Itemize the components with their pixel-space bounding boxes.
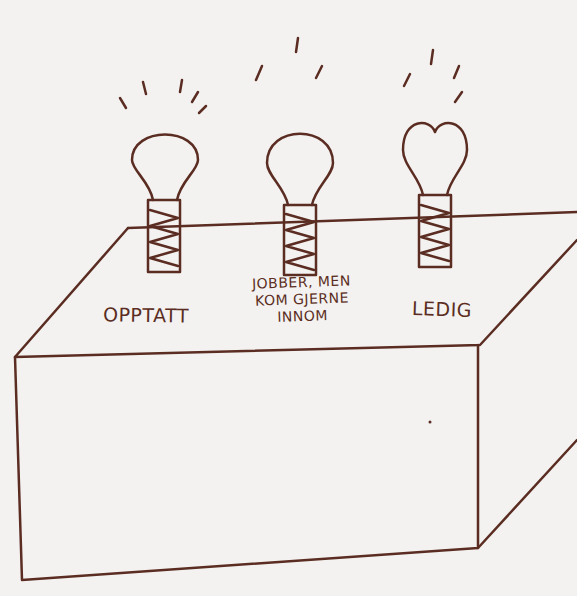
socket-thread <box>421 205 449 261</box>
light-rays <box>120 80 206 113</box>
box-edge <box>15 228 577 357</box>
box-shape: OPPTATT JOBBER, MEN KOM GJERNE INNOM LEDIG <box>0 200 577 596</box>
bulb-socket <box>284 205 316 275</box>
socket-thread <box>150 210 178 266</box>
box-outline <box>0 200 577 596</box>
light-rays <box>404 50 462 102</box>
status-label: JOBBER, MEN KOM GJERNE INNOM <box>239 272 365 327</box>
status-label: LEDIG <box>392 296 493 322</box>
ink-dot <box>429 421 432 424</box>
bulb-glass <box>132 135 198 201</box>
box-edge <box>128 212 577 228</box>
bulb-glass <box>403 123 467 195</box>
light-rays <box>256 38 322 80</box>
status-label: OPPTATT <box>84 303 208 328</box>
box-edge <box>15 345 478 580</box>
box-edge <box>478 440 577 548</box>
bulb-socket <box>148 200 180 272</box>
bulb-socket <box>419 195 451 267</box>
bulb-glass <box>267 134 333 205</box>
